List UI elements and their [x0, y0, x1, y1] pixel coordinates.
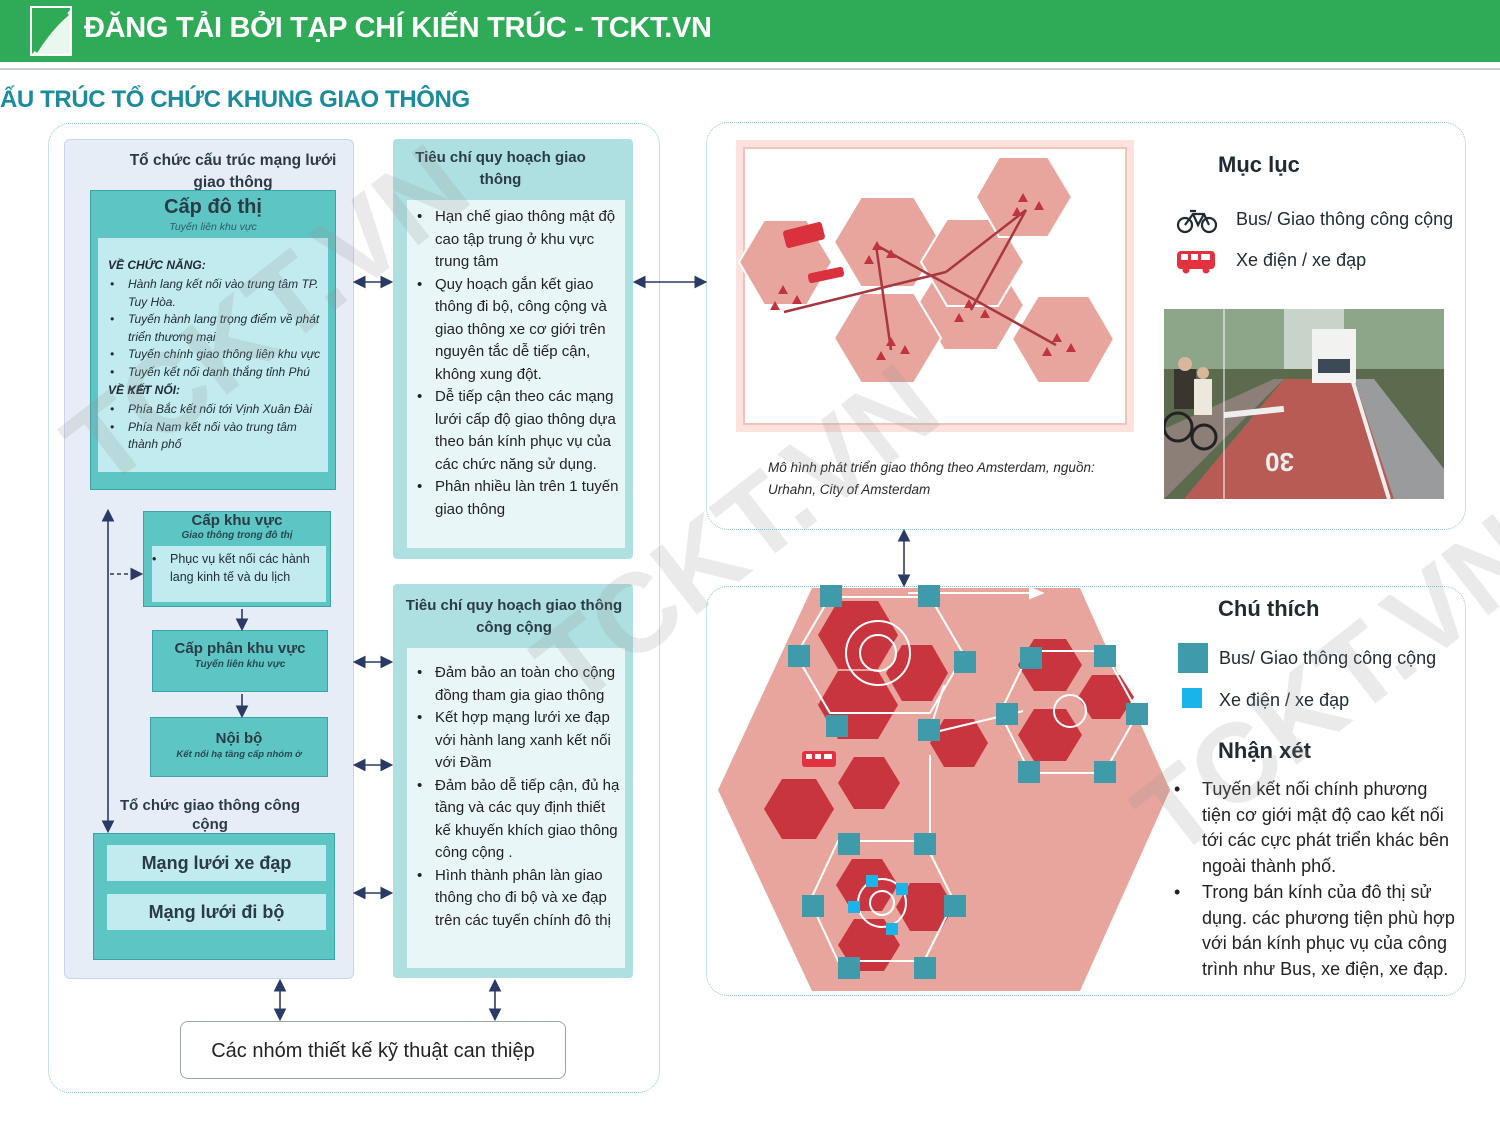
bicycle-icon: [1176, 209, 1218, 234]
header-divider: [0, 68, 1500, 70]
bus-icon: [802, 751, 836, 767]
list-item: Kết hợp mạng lưới xe đạp với hành lang x…: [407, 707, 623, 775]
city-level-title: Cấp đô thị: [164, 196, 262, 218]
public-transport-title: Tổ chức giao thông công cộng: [119, 797, 300, 833]
site-title: ĐĂNG TẢI BỞI TẠP CHÍ KIẾN TRÚC - TCKT.VN: [84, 12, 712, 44]
list-item: Hạn chế giao thông mật độ cao tập trung …: [407, 206, 623, 274]
bus-icon: [1177, 251, 1215, 274]
public-criteria-list: Đảm bảo an toàn cho cộng đồng tham gia g…: [407, 662, 623, 932]
site-header: [0, 0, 1500, 62]
list-item: Tuyến hành lang trọng điểm về phát triển…: [100, 311, 326, 346]
svg-text:30: 30: [1265, 447, 1294, 477]
toc-title: Mục lục: [1218, 152, 1300, 177]
connection-list: Phía Bắc kết nối tới Vịnh Xuân Đài Phía …: [100, 401, 326, 454]
legend-title: Chú thích: [1218, 596, 1320, 621]
list-item: Hình thành phân làn giao thông cho đi bộ…: [407, 865, 623, 933]
tram-icon: [807, 266, 845, 284]
remark-title: Nhận xét: [1218, 738, 1311, 763]
traffic-criteria-list: Hạn chế giao thông mật độ cao tập trung …: [407, 206, 623, 521]
region-level-subtitle: Giao thông trong đô thị: [181, 530, 293, 541]
list-item: Quy hoạch gắn kết giao thông đi bộ, công…: [407, 274, 623, 387]
legend-swatch-tram-bicycle: [1182, 688, 1202, 708]
traffic-criteria-title: Tiêu chí quy hoạch giao thông: [415, 149, 586, 188]
region-level-title: Cấp khu vực: [191, 512, 283, 529]
bus-icon: [783, 222, 825, 248]
legend-item-public-transport: Bus/ Giao thông công cộng: [1219, 648, 1437, 668]
subregion-level-title: Cấp phân khu vực: [174, 640, 306, 657]
list-item: Tuyến kết nối danh thắng tỉnh Phú Yên: [100, 364, 326, 399]
function-list: Hành lang kết nối vào trung tâm TP. Tuy …: [100, 276, 326, 399]
list-item: Tuyến kết nối chính phương tiện cơ giới …: [1174, 777, 1459, 880]
toc-item-tram-bicycle: Xe điện / xe đạp: [1236, 250, 1367, 270]
remark-list: Tuyến kết nối chính phương tiện cơ giới …: [1174, 777, 1459, 983]
list-item: Dễ tiếp cận theo các mạng lưới cấp độ gi…: [407, 386, 623, 476]
network-model-frame: [706, 586, 1466, 996]
public-criteria-title: Tiêu chí quy hoạch giao thông công cộng: [405, 597, 623, 636]
amsterdam-model-frame: [706, 122, 1466, 530]
toc-item-public-transport: Bus/ Giao thông công cộng: [1236, 209, 1454, 229]
list-item: Hành lang kết nối vào trung tâm TP. Tuy …: [100, 276, 326, 311]
local-level-title: Nội bộ: [215, 730, 263, 747]
subregion-level-box: [152, 630, 328, 692]
function-heading: VỀ CHỨC NĂNG:: [108, 258, 206, 272]
network-structure-title: Tổ chức cấu trúc mạng lưới giao thông: [129, 152, 337, 191]
list-item: Đảm bảo an toàn cho cộng đồng tham gia g…: [407, 662, 623, 707]
list-item: Trong bán kính của đô thị sử dụng. các p…: [1174, 880, 1459, 983]
list-item: Phục vụ kết nối các hành lang kinh tế và…: [142, 550, 328, 586]
legend-item-tram-bicycle: Xe điện / xe đạp: [1219, 690, 1350, 710]
street-photo: 30: [1164, 309, 1444, 499]
list-item: Tuyến chính giao thông liên khu vực: [100, 346, 326, 364]
legend-swatch-public-transport: [1178, 643, 1208, 673]
tech-design-groups-box: Các nhóm thiết kế kỹ thuật can thiệp: [180, 1021, 566, 1079]
bike-network-label: Mạng lưới xe đạp: [107, 845, 326, 881]
page-title: ẤU TRÚC TỔ CHỨC KHUNG GIAO THÔNG: [0, 86, 470, 113]
amsterdam-model-caption: Mô hình phát triển giao thông theo Amste…: [768, 460, 1095, 497]
local-level-box: [150, 717, 328, 777]
amsterdam-model-diagram: [737, 147, 1127, 425]
list-item: Phía Nam kết nối vào trung tâm thành phố: [100, 419, 326, 454]
local-level-subtitle: Kết nối hạ tầng cấp nhóm ở: [176, 749, 302, 760]
connection-heading: VỀ KẾT NỐI:: [108, 383, 181, 397]
list-item: Phân nhiều làn trên 1 tuyến giao thông: [407, 476, 623, 521]
region-list: Phục vụ kết nối các hành lang kinh tế và…: [142, 550, 328, 586]
structure-frame: [48, 123, 660, 1093]
tckt-logo-icon: [30, 6, 72, 56]
city-level-subtitle: Tuyến liên khu vực: [169, 221, 257, 233]
walk-network-label: Mạng lưới đi bộ: [107, 894, 326, 930]
list-item: Phía Bắc kết nối tới Vịnh Xuân Đài: [100, 401, 326, 419]
hexagon-network-diagram: [718, 585, 1170, 991]
list-item: Đảm bảo dễ tiếp cận, đủ hạ tầng và các q…: [407, 775, 623, 865]
subregion-level-subtitle: Tuyến liên khu vực: [194, 659, 286, 670]
